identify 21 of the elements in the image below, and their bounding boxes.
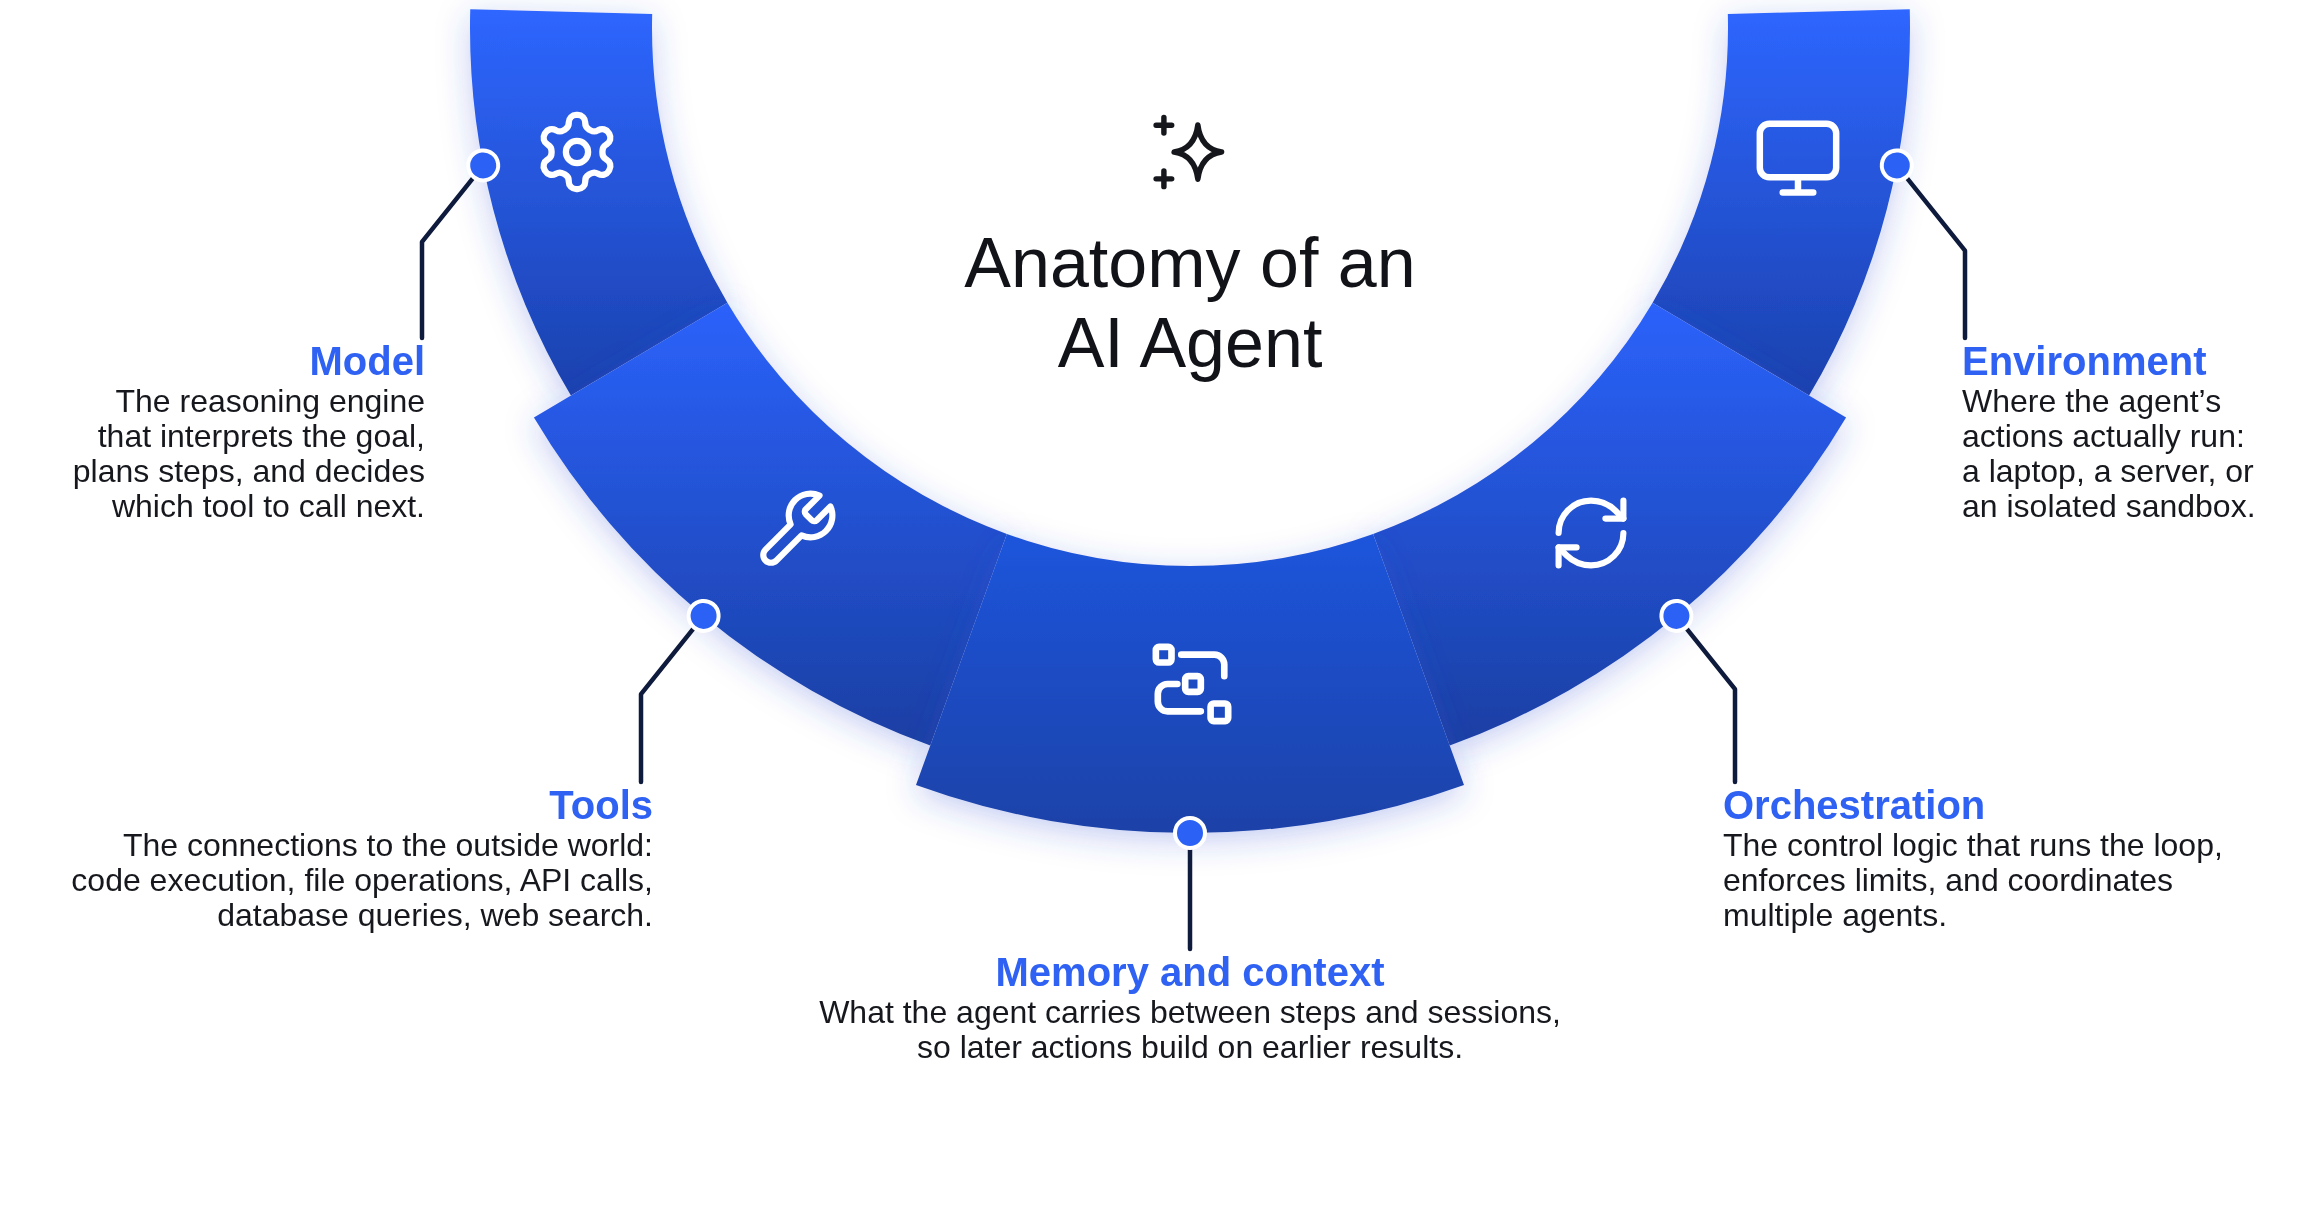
leader-line bbox=[1879, 148, 1968, 341]
component-description: The control logic that runs the loop, enforces limits, and coordinates multiple agents. bbox=[1723, 828, 2224, 933]
ring-segment bbox=[470, 9, 728, 396]
component-description: What the agent carries between steps and sessions, so later actions build on earlier results. bbox=[818, 995, 1562, 1065]
component-heading: Memory and context bbox=[995, 949, 1385, 995]
component-heading: Environment bbox=[1962, 338, 2207, 384]
ring-segment bbox=[1652, 9, 1910, 396]
leader-line bbox=[419, 148, 501, 341]
component-heading: Tools bbox=[549, 782, 653, 828]
ring-segment bbox=[1373, 302, 1847, 746]
component-description: The connections to the outside world: code execution, file operations, API calls, database queries, web search. bbox=[70, 828, 653, 933]
component-description: The reasoning engine that interprets the goal, plans steps, and decides which tool to call next. bbox=[71, 384, 425, 524]
leader-line bbox=[638, 598, 721, 785]
leader-line bbox=[1173, 816, 1207, 952]
component-heading: Orchestration bbox=[1723, 782, 1986, 828]
leader-line bbox=[1659, 598, 1738, 785]
diagram-title: Anatomy of an AI Agent bbox=[963, 223, 1417, 383]
component-description: Where the agent’s actions actually run: a laptop, a server, or an isolated sandbox. bbox=[1962, 384, 2257, 524]
ring-segment bbox=[533, 302, 1007, 746]
component-heading: Model bbox=[309, 338, 425, 384]
ring-segment bbox=[916, 533, 1464, 833]
